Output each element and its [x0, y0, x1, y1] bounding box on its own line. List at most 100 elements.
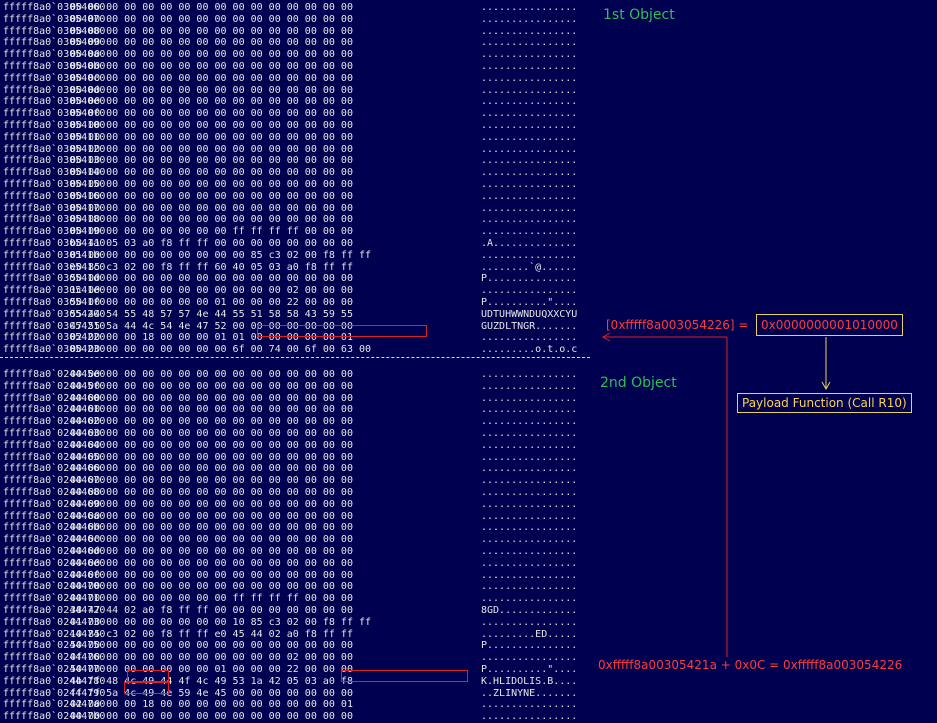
ascii-cell: ................ — [481, 2, 578, 13]
address-cell: fffff8a0`024446b0 — [3, 522, 106, 534]
hex-bytes-cell: 00 00 00 00 00 00 00 00 00 00 00 00 00 0… — [70, 522, 353, 534]
hex-bytes-cell: 00 00 00 00 00 00 00 00 00 00 00 00 00 0… — [70, 178, 353, 190]
address-cell: fffff8a0`03054090 — [3, 37, 106, 49]
hex-bytes-cell: 50 00 00 00 00 00 00 00 01 00 00 00 22 0… — [70, 663, 353, 675]
ascii-cell: ................ — [481, 416, 578, 428]
ascii-cell: ................ — [481, 332, 578, 344]
highlight-box-overwritten-bytes — [257, 325, 427, 337]
hex-bytes-cell: 00 00 00 00 00 00 00 00 00 00 00 00 00 0… — [70, 498, 353, 510]
address-cell: fffff8a0`024447b0 — [3, 711, 106, 723]
address-cell: fffff8a0`03054230 — [3, 344, 106, 356]
hex-bytes-cell: 02 00 00 00 18 00 00 00 00 00 00 00 00 0… — [70, 699, 353, 711]
address-cell: fffff8a0`03054060 — [3, 2, 106, 13]
ascii-cell: ................ — [481, 369, 578, 380]
hex-bytes-cell: 01 00 00 00 00 00 00 00 00 10 85 c3 02 0… — [70, 616, 372, 628]
hex-bytes-cell: 00 00 00 00 00 00 00 00 00 00 00 00 00 0… — [70, 119, 353, 131]
ascii-cell: P............... — [481, 640, 578, 652]
hex-bytes-cell: 10 85 c3 02 00 f8 ff ff e0 45 44 02 a0 f… — [70, 628, 353, 640]
ascii-cell: ................ — [481, 545, 578, 557]
address-cell: fffff8a0`02444640 — [3, 439, 106, 451]
address-cell: fffff8a0`02444630 — [3, 427, 106, 439]
hex-bytes-cell: 00 00 00 00 00 00 00 00 00 00 00 00 00 0… — [70, 404, 353, 416]
address-cell: fffff8a0`03054190 — [3, 226, 106, 238]
address-cell: fffff8a0`03054220 — [3, 332, 106, 344]
hex-bytes-cell: 38 47 44 02 a0 f8 ff ff 00 00 00 00 00 0… — [70, 604, 353, 616]
ascii-cell: P............... — [481, 273, 578, 285]
ascii-cell: ................ — [481, 616, 578, 628]
ascii-cell: ................ — [481, 380, 578, 392]
address-cell: fffff8a0`024445e0 — [3, 369, 106, 380]
hex-bytes-cell: 00 00 00 00 00 00 00 00 00 00 00 00 00 0… — [70, 131, 353, 143]
address-cell: fffff8a0`024446e0 — [3, 557, 106, 569]
hex-bytes-cell: 00 00 00 00 00 00 00 00 00 00 00 00 00 0… — [70, 581, 353, 593]
address-cell: fffff8a0`03054170 — [3, 202, 106, 214]
address-cell: fffff8a0`02444610 — [3, 404, 106, 416]
address-cell: fffff8a0`030540d0 — [3, 84, 106, 96]
address-cell: fffff8a0`024446a0 — [3, 510, 106, 522]
address-cell: fffff8a0`02444770 — [3, 663, 106, 675]
address-cell: fffff8a0`03054140 — [3, 167, 106, 179]
hex-bytes-cell: 00 00 00 00 00 00 00 00 00 00 00 00 00 0… — [70, 557, 353, 569]
ascii-cell: 8GD............. — [481, 604, 578, 616]
hex-bytes-cell: 02 00 00 00 18 00 00 00 01 01 00 00 00 0… — [70, 332, 353, 344]
red-arrowhead — [601, 332, 611, 342]
hex-bytes-cell: 00 00 00 00 00 00 00 00 00 00 00 00 00 0… — [70, 711, 353, 723]
hex-bytes-cell: 00 00 00 00 00 00 00 00 00 00 00 00 00 0… — [70, 96, 353, 108]
address-cell: fffff8a0`030540e0 — [3, 96, 106, 108]
address-cell: fffff8a0`03054150 — [3, 178, 106, 190]
ascii-cell: ................ — [481, 96, 578, 108]
hex-bytes-cell: 00 00 00 00 00 00 00 00 00 00 00 00 00 0… — [70, 463, 353, 475]
hex-bytes-cell: 0f 00 00 00 00 00 00 00 00 00 00 00 02 0… — [70, 652, 353, 664]
ascii-cell: .A.............. — [481, 237, 578, 249]
address-cell: fffff8a0`03054100 — [3, 119, 106, 131]
address-cell: fffff8a0`030540c0 — [3, 72, 106, 84]
hex-bytes-cell: 00 00 00 00 00 00 00 00 00 00 00 00 00 0… — [70, 167, 353, 179]
ascii-cell: ................ — [481, 392, 578, 404]
hex-bytes-cell: 47 55 5a 44 4c 54 4e 47 52 00 00 00 00 0… — [70, 320, 353, 332]
ascii-cell: ........`@...... — [481, 261, 578, 273]
ascii-cell: ................ — [481, 108, 578, 120]
address-cell: fffff8a0`030540a0 — [3, 49, 106, 61]
ascii-cell: ................ — [481, 226, 578, 238]
yellow-arrowhead — [821, 381, 831, 391]
address-cell: fffff8a0`024446c0 — [3, 534, 106, 546]
hex-bytes-cell: 00 00 00 00 00 00 00 00 00 00 00 00 00 0… — [70, 380, 353, 392]
hex-bytes-cell: 00 00 00 00 00 00 00 00 00 00 00 00 00 0… — [70, 49, 353, 61]
ascii-cell: ................ — [481, 84, 578, 96]
ascii-cell: ................ — [481, 214, 578, 226]
ascii-cell: ................ — [481, 49, 578, 61]
ascii-cell: ................ — [481, 404, 578, 416]
address-cell: fffff8a0`03054180 — [3, 214, 106, 226]
hex-bytes-cell: e0 85 c3 02 00 f8 ff ff 60 40 05 03 a0 f… — [70, 261, 353, 273]
ascii-cell: ................ — [481, 463, 578, 475]
highlight-box-pointer-low — [127, 670, 169, 682]
address-cell: fffff8a0`030540f0 — [3, 108, 106, 120]
ascii-cell: ................ — [481, 202, 578, 214]
address-cell: fffff8a0`030541d0 — [3, 273, 106, 285]
hex-bytes-cell: 00 00 00 00 00 00 00 00 00 00 00 00 00 0… — [70, 451, 353, 463]
ascii-cell: ................ — [481, 72, 578, 84]
ascii-cell: GUZDLTNGR....... — [481, 320, 578, 332]
deref-value-box: 0x0000000001010000 — [756, 314, 903, 336]
ascii-cell: ................ — [481, 569, 578, 581]
hex-bytes-cell: 00 00 00 00 00 00 00 00 00 00 00 00 00 0… — [70, 369, 353, 380]
address-cell: fffff8a0`02444750 — [3, 640, 106, 652]
hex-bytes-cell: 00 00 00 00 00 00 00 00 00 00 00 00 00 0… — [70, 202, 353, 214]
ascii-cell: ................ — [481, 475, 578, 487]
address-cell: fffff8a0`03054110 — [3, 131, 106, 143]
ascii-cell: ................ — [481, 486, 578, 498]
address-cell: fffff8a0`02444600 — [3, 392, 106, 404]
hex-bytes-cell: 1c 00 00 00 00 00 00 00 00 00 00 00 02 0… — [70, 285, 353, 297]
ascii-cell: ................ — [481, 37, 578, 49]
ascii-cell: ................ — [481, 190, 578, 202]
hex-bytes-cell: 50 00 00 00 00 00 00 00 01 00 00 00 22 0… — [70, 296, 353, 308]
ascii-cell: ................ — [481, 178, 578, 190]
hex-bytes-cell: 00 00 00 00 00 00 00 00 00 00 00 00 00 0… — [70, 84, 353, 96]
hex-bytes-cell: 00 00 00 00 00 00 00 00 00 00 00 00 00 0… — [70, 108, 353, 120]
address-cell: fffff8a0`030540b0 — [3, 60, 106, 72]
address-cell: fffff8a0`03054080 — [3, 25, 106, 37]
address-cell: fffff8a0`03054070 — [3, 13, 106, 25]
hex-bytes-cell: 00 00 00 00 00 00 00 00 00 00 00 00 00 0… — [70, 439, 353, 451]
hex-bytes-cell: 00 00 00 00 00 00 00 00 00 ff ff ff ff 0… — [70, 593, 353, 605]
ascii-cell: ................ — [481, 285, 578, 297]
